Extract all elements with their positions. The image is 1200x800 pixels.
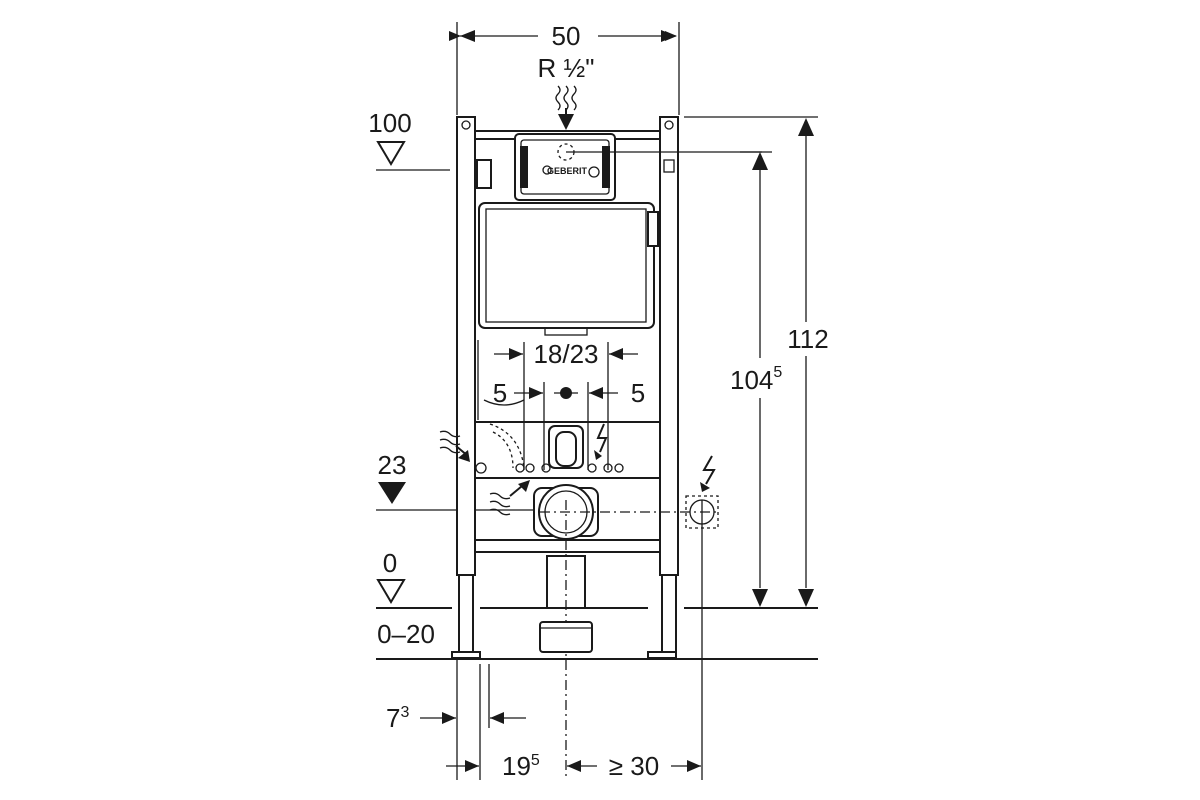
offset-left-label: 5 <box>493 378 507 408</box>
thread-label: R ½" <box>538 53 595 83</box>
water-supply-icon <box>555 85 577 111</box>
installation-frame <box>451 116 679 659</box>
offset-right-label: 5 <box>631 378 645 408</box>
level-marker-0: 0 0–20 <box>376 548 818 660</box>
water-inlet: R ½" <box>538 53 595 130</box>
drain-outlet <box>533 484 720 780</box>
flush-connection <box>475 423 624 474</box>
level-100-label: 100 <box>368 108 411 138</box>
level-marker-23: 23 <box>376 450 540 511</box>
bolt-spacing-label: 18/23 <box>533 339 598 369</box>
cistern <box>476 159 675 420</box>
electrical-supply-icon <box>594 423 608 460</box>
water-supply-icon <box>439 430 470 462</box>
dimension-depth-19: 195 <box>446 664 540 781</box>
waste-drain-icon <box>489 480 530 516</box>
level-0-label: 0 <box>383 548 397 578</box>
dimension-height-112: 112 <box>684 116 834 607</box>
min-30-label: ≥ 30 <box>609 751 659 781</box>
dimension-width-50: 50 <box>449 21 680 115</box>
height-112-label: 112 <box>787 324 828 354</box>
depth-19-label: 195 <box>502 751 540 781</box>
dimension-height-104: 1045 <box>722 151 800 607</box>
depth-7-label: 73 <box>386 703 409 733</box>
brand-label: GEBERIT <box>547 166 588 176</box>
dimension-depth-7: 73 <box>386 660 526 780</box>
flush-plate: GEBERIT <box>514 133 762 201</box>
electrical-box <box>685 455 719 780</box>
level-23-label: 23 <box>378 450 407 480</box>
electrical-supply-icon <box>700 455 716 492</box>
level-marker-100: 100 <box>368 108 450 171</box>
height-104-label: 1045 <box>730 364 782 395</box>
dimension-min-30: ≥ 30 <box>567 751 701 781</box>
floor-range-label: 0–20 <box>377 619 435 649</box>
width-label: 50 <box>552 21 581 51</box>
dimension-offsets: 5 5 <box>493 378 645 470</box>
dimension-bolt-spacing: 18/23 <box>494 339 638 470</box>
